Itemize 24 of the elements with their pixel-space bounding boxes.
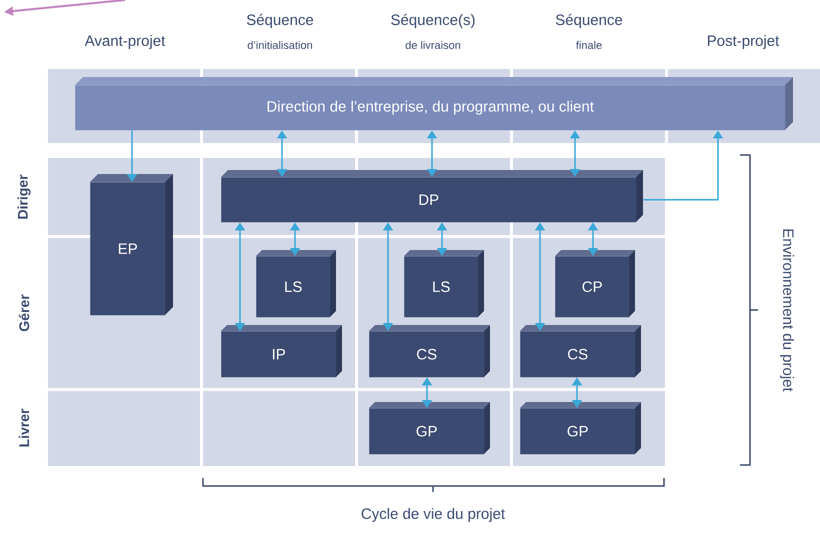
label: Environnement du projet [780, 230, 794, 392]
process-box: CS [369, 325, 490, 378]
label: de livraison [406, 40, 460, 50]
process-box: DP [221, 170, 643, 222]
process-box: LS [404, 250, 484, 318]
label: Cycle de vie du projet [362, 508, 505, 522]
process-box: Direction de l’entreprise, du programme, ou client [75, 77, 793, 130]
process-box: CP [555, 250, 635, 318]
label: Séquence(s) [391, 14, 475, 28]
label: Diriger [17, 174, 31, 219]
process-box: IP [221, 325, 342, 378]
label: Livrer [18, 408, 30, 446]
label: d’initialisation [248, 40, 312, 50]
label: finale [576, 40, 602, 50]
label: Séquence [556, 14, 622, 28]
process-box: GP [520, 402, 641, 454]
process-box: LS [256, 250, 336, 318]
label: Post-projet [708, 35, 780, 49]
process-box: GP [369, 402, 490, 454]
process-box: EP [90, 174, 173, 316]
label: Avant-projet [84, 35, 166, 49]
label: Séquence [246, 14, 314, 28]
label: Gérer [18, 294, 30, 332]
process-box: CS [520, 325, 641, 378]
